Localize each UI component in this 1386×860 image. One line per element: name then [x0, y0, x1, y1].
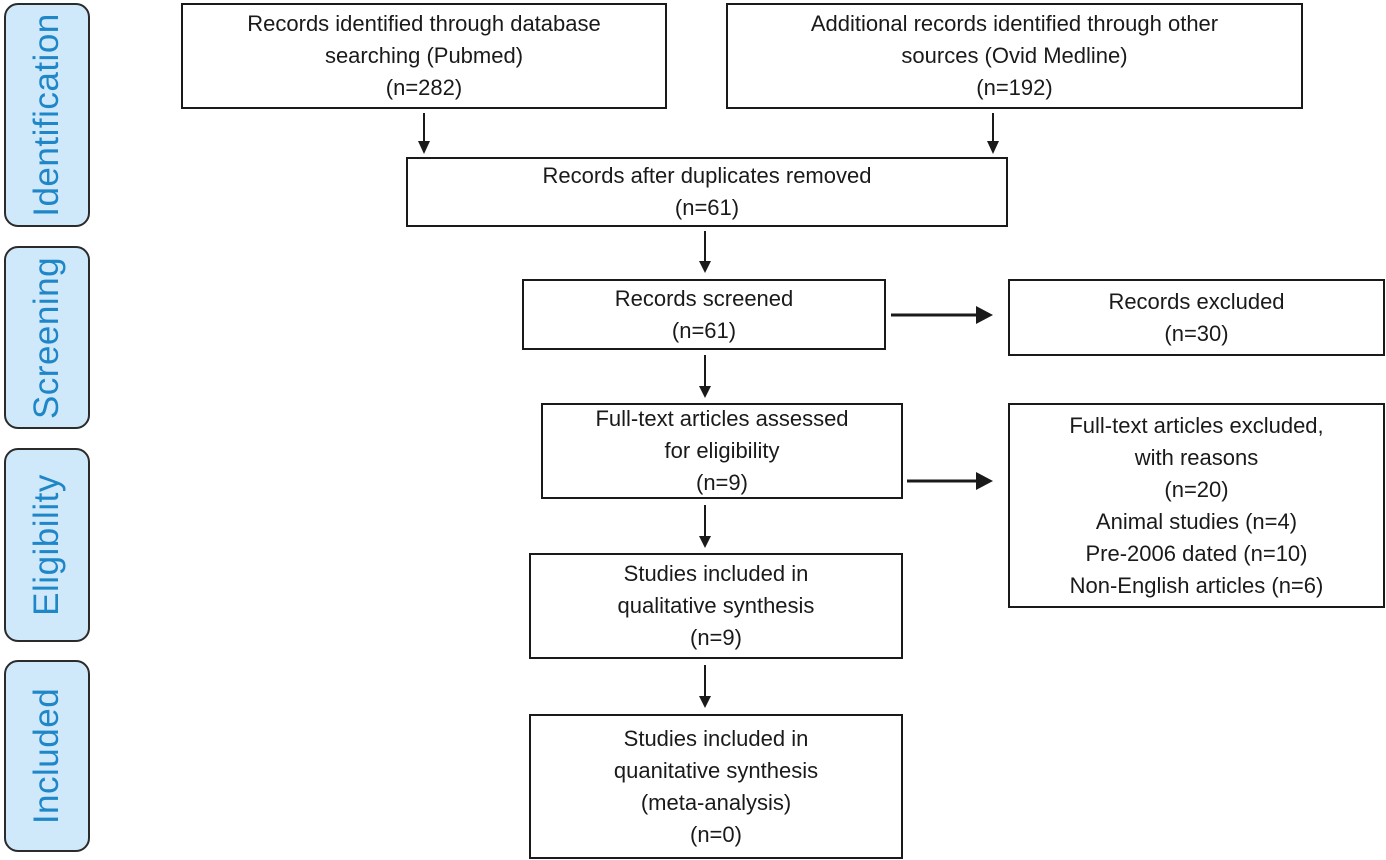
box-fulltext-excluded: Full-text articles excluded, with reason… [1008, 403, 1385, 608]
box-line: (n=61) [674, 195, 740, 220]
box-line: Studies included in [623, 561, 809, 586]
box-line: Records excluded [1108, 288, 1285, 314]
stage-included: Included [4, 660, 90, 852]
box-line: sources (Ovid Medline) [901, 43, 1128, 68]
stage-screening: Screening [4, 246, 90, 429]
box-line: Pre-2006 dated (n=10) [1085, 540, 1308, 566]
box-line: Full-text articles assessed [595, 406, 849, 431]
box-line: Records screened [614, 285, 794, 311]
arrowhead [987, 141, 999, 154]
box-line: Records identified through database [247, 11, 601, 36]
box-line: (meta-analysis) [640, 789, 792, 815]
box-line: (n=282) [385, 75, 463, 100]
stage-identification: Identification [4, 3, 90, 227]
box-line: (n=0) [690, 821, 742, 847]
box-line: with reasons [1134, 444, 1259, 470]
arrowhead [699, 261, 711, 273]
arrowhead [699, 386, 711, 398]
box-line: (n=9) [696, 470, 748, 495]
box-records-screened: Records screened (n=61) [522, 279, 886, 350]
box-line: (n=192) [976, 75, 1053, 100]
box-line: qualitative synthesis [617, 593, 815, 618]
arrowhead [699, 696, 711, 708]
box-records-excluded: Records excluded (n=30) [1008, 279, 1385, 356]
box-line: Full-text articles excluded, [1069, 412, 1324, 438]
box-ovid-records: Additional records identified through ot… [726, 3, 1303, 109]
arrowhead [976, 306, 993, 324]
box-line: Records after duplicates removed [542, 163, 872, 188]
box-line: Non-English articles (n=6) [1069, 572, 1324, 598]
box-line: for eligibility [664, 438, 780, 463]
box-duplicates-removed: Records after duplicates removed (n=61) [406, 157, 1008, 227]
box-pubmed-records: Records identified through database sear… [181, 3, 667, 109]
box-line: (n=9) [690, 625, 742, 650]
arrowhead [418, 141, 430, 154]
box-fulltext-assessed: Full-text articles assessed for eligibil… [541, 403, 903, 499]
box-qualitative-synthesis: Studies included in qualitative synthesi… [529, 553, 903, 659]
stage-eligibility: Eligibility [4, 448, 90, 642]
box-line: (n=20) [1164, 476, 1229, 502]
box-line: (n=61) [671, 317, 737, 343]
box-line: quanitative synthesis [613, 757, 819, 783]
box-line: Animal studies (n=4) [1095, 508, 1298, 534]
arrowhead [976, 472, 993, 490]
box-line: (n=30) [1164, 320, 1229, 346]
box-line: Additional records identified through ot… [810, 11, 1219, 36]
box-quantitative-synthesis: Studies included in quanitative synthesi… [529, 714, 903, 859]
box-line: Studies included in [623, 725, 809, 751]
arrowhead [699, 536, 711, 548]
box-line: searching (Pubmed) [324, 43, 524, 68]
